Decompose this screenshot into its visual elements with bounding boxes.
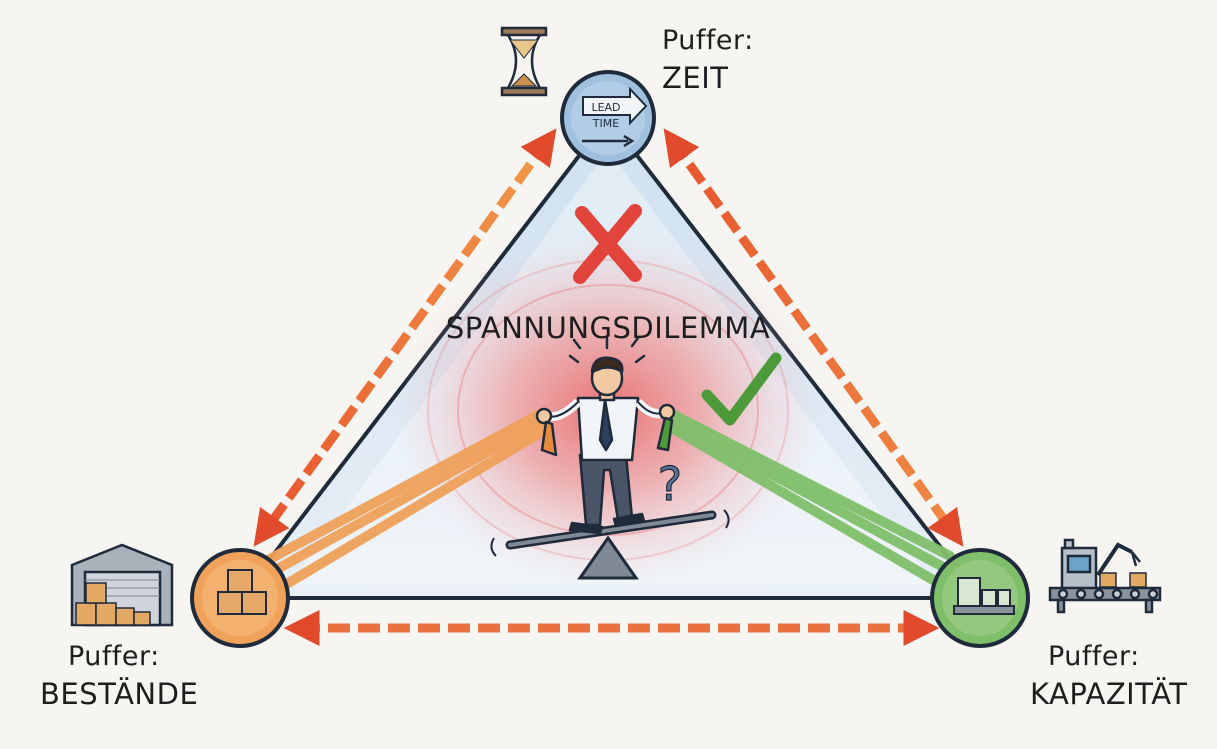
top-label-main: ZEIT [662, 60, 728, 96]
right-label-main: KAPAZITÄT [1030, 676, 1188, 712]
left-label-prefix: Puffer: [68, 640, 160, 674]
top-label-prefix: Puffer: [662, 24, 754, 58]
hourglass-icon [502, 28, 546, 95]
question-mark: ? [658, 457, 682, 511]
node-time: LEAD TIME [562, 72, 654, 164]
right-label-prefix: Puffer: [1048, 640, 1140, 674]
left-label-main: BESTÄNDE [40, 676, 198, 712]
node-inventory [192, 550, 288, 646]
lead-label: LEAD [591, 101, 620, 114]
time-label: TIME [592, 117, 619, 130]
center-title: SPANNUNGSDILEMMA [446, 311, 770, 345]
warehouse-icon [72, 545, 172, 625]
factory-machine-icon [1050, 540, 1160, 612]
node-capacity [932, 550, 1028, 646]
